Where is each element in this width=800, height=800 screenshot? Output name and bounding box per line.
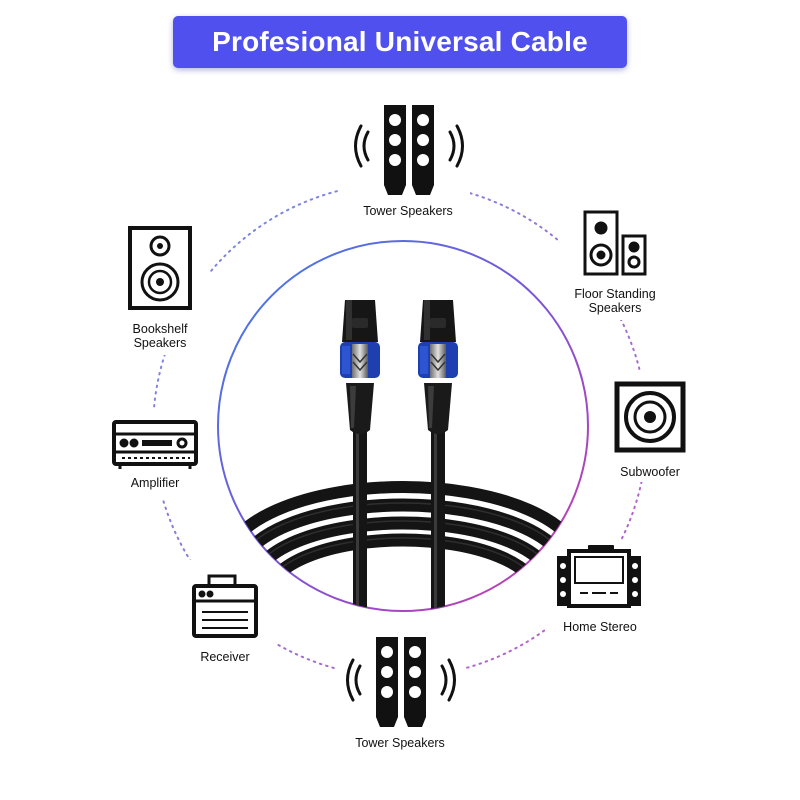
amplifier-label: Amplifier	[130, 476, 180, 490]
tower-speakers-top-label: Tower Speakers	[363, 204, 453, 218]
bookshelf-speakers-label: Bookshelf Speakers	[115, 322, 205, 350]
tower-speakers-icon	[354, 105, 464, 195]
tower-speakers-icon	[346, 637, 456, 727]
receiver-label: Receiver	[200, 650, 250, 664]
subwoofer-label: Subwoofer	[620, 465, 680, 479]
home-stereo-label: Home Stereo	[563, 620, 637, 634]
bookshelf-speakers-icon	[128, 226, 192, 310]
tower-speakers-bottom-label: Tower Speakers	[355, 736, 445, 750]
subwoofer-icon	[614, 381, 686, 453]
receiver-icon	[192, 574, 258, 638]
bookshelf-line2: Speakers	[133, 336, 187, 350]
amplifier-icon	[112, 420, 198, 469]
bookshelf-line1: Bookshelf	[132, 322, 188, 336]
title-banner: Profesional Universal Cable	[173, 16, 627, 68]
floor-standing-speakers-icon	[583, 210, 647, 276]
floor-standing-line1: Floor Standing	[574, 287, 656, 301]
floor-standing-speakers-label: Floor Standing Speakers	[560, 287, 670, 315]
floor-standing-line2: Speakers	[588, 301, 642, 315]
home-stereo-icon	[557, 545, 641, 608]
